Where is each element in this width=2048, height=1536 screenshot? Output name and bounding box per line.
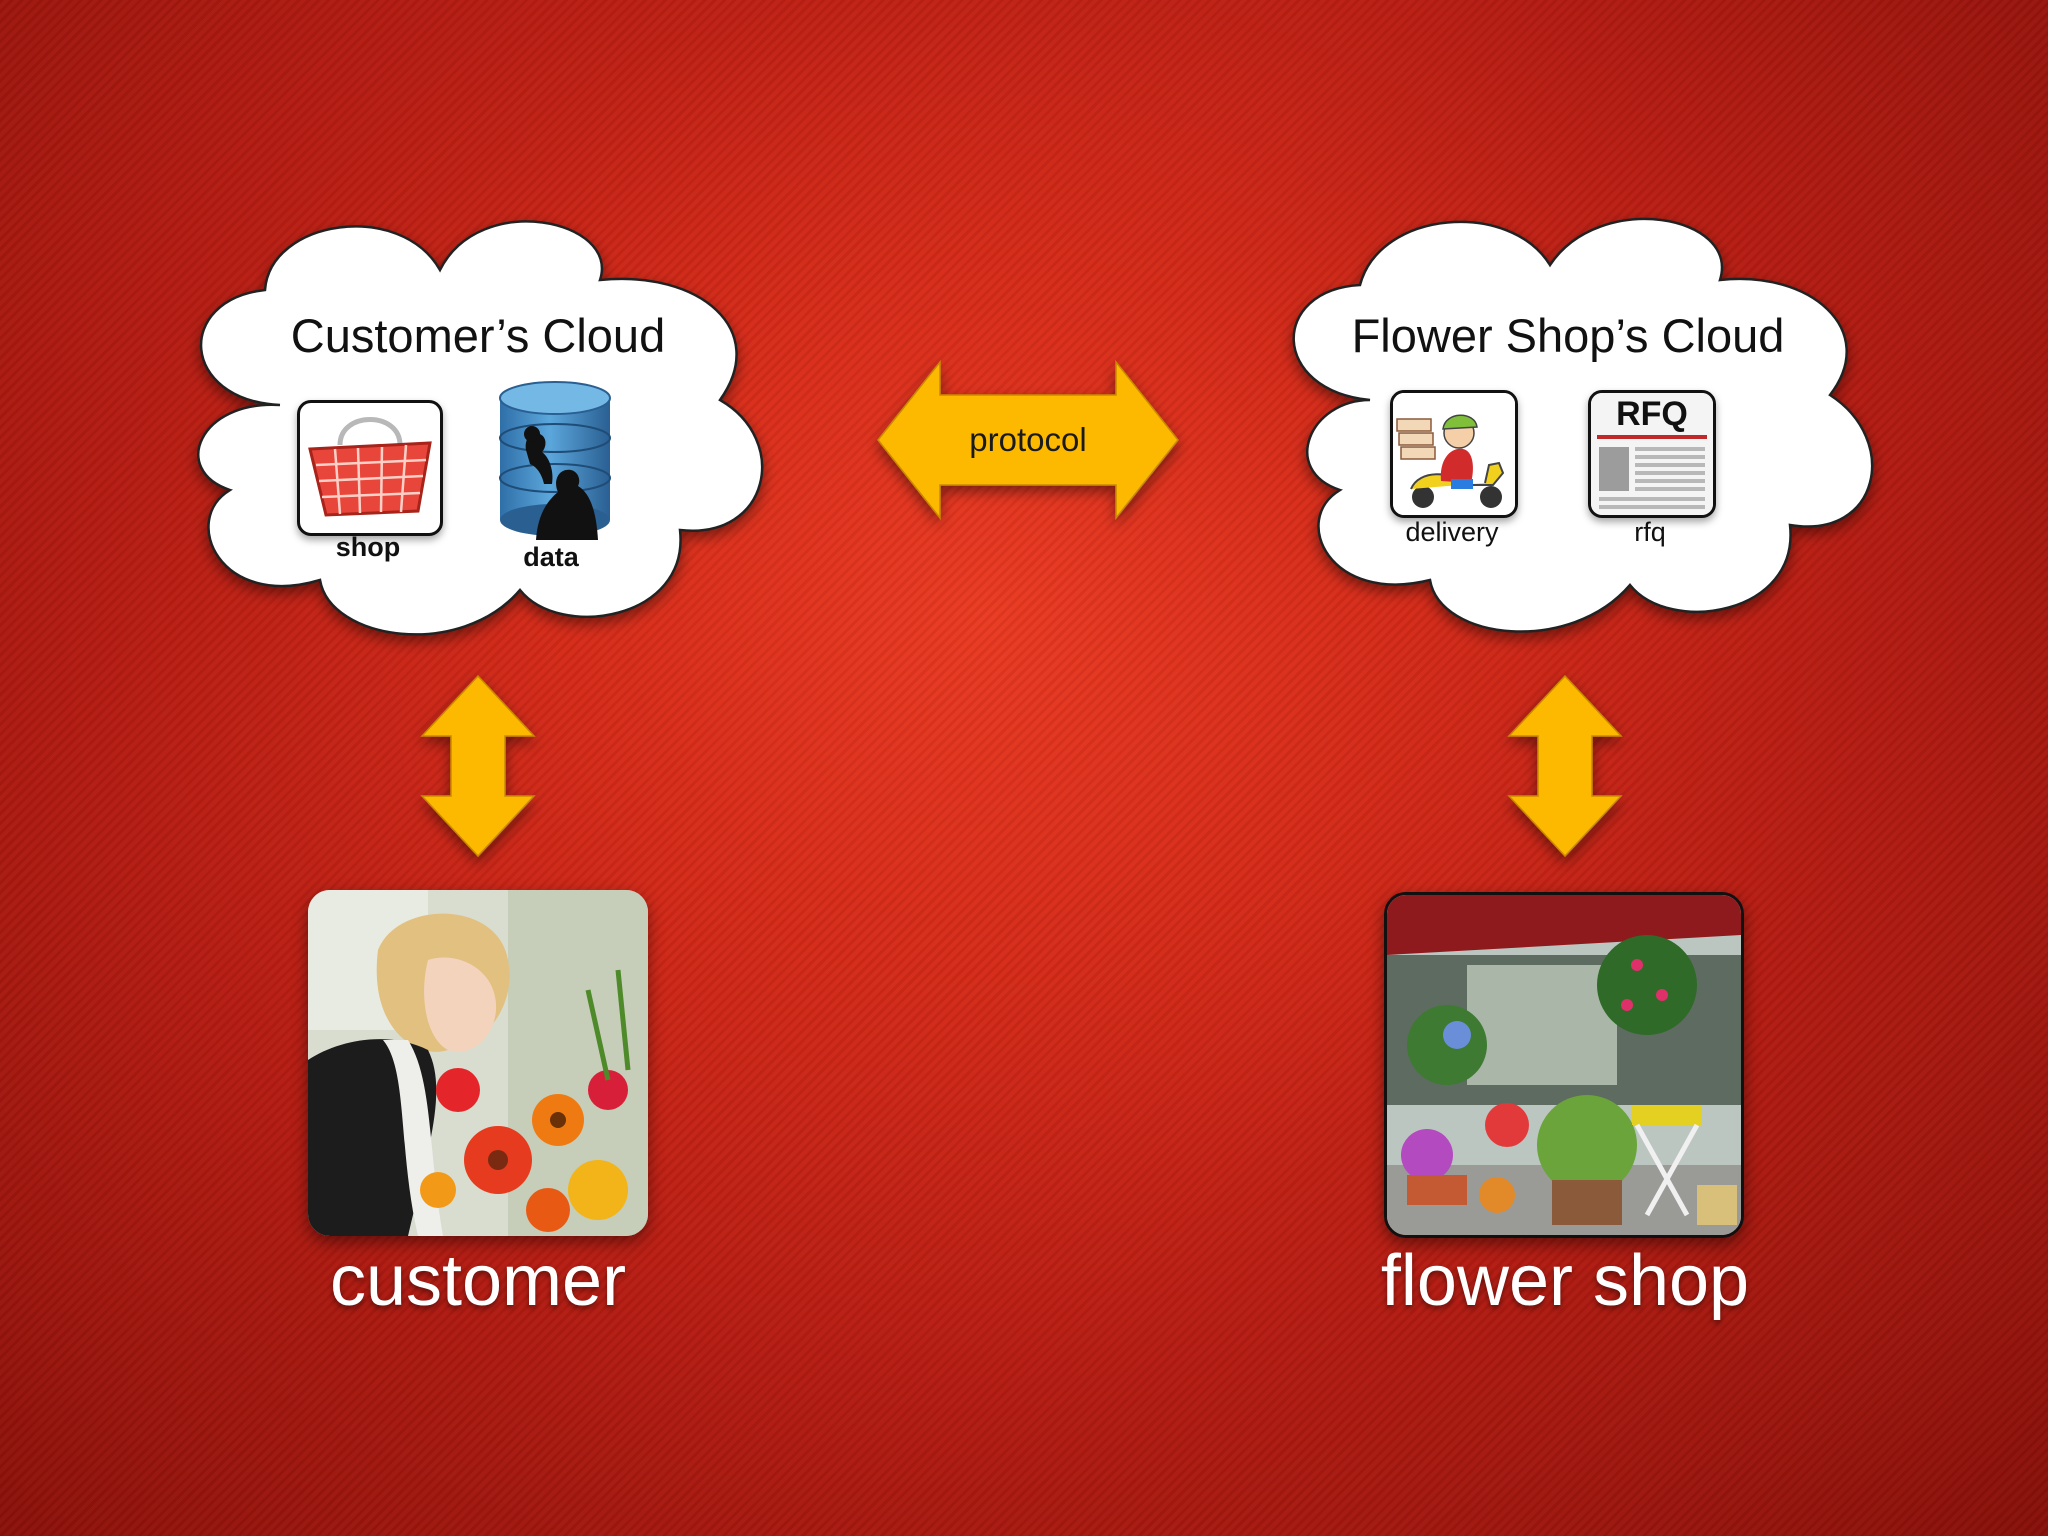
customer-link-arrow (420, 674, 536, 858)
flower-shop-cloud-title: Flower Shop’s Cloud (1351, 309, 1785, 362)
data-icon-label: data (523, 542, 579, 572)
customer-photo (308, 890, 648, 1236)
shop-icon-label: shop (335, 532, 401, 562)
protocol-arrow (877, 359, 1179, 521)
customer-label: customer (329, 1241, 627, 1321)
customer-cloud-title: Customer’s Cloud (290, 309, 666, 362)
delivery-icon-label: delivery (1405, 517, 1499, 547)
rfq-document-icon[interactable]: RFQ (1588, 390, 1716, 518)
flower-shop-cloud (1292, 217, 1874, 633)
customer-cloud (197, 220, 764, 636)
protocol-label: protocol (969, 421, 1087, 458)
flower-shop-link-arrow (1507, 674, 1623, 858)
flower-shop-label: flower shop (1380, 1241, 1750, 1321)
rfq-icon-label: rfq (1634, 517, 1666, 547)
delivery-scooter-icon[interactable] (1390, 390, 1518, 518)
flower-shop-photo (1384, 892, 1744, 1238)
rfq-badge-text: RFQ (1616, 395, 1688, 433)
database-icon[interactable] (496, 380, 614, 542)
shopping-basket-icon[interactable] (297, 400, 443, 536)
